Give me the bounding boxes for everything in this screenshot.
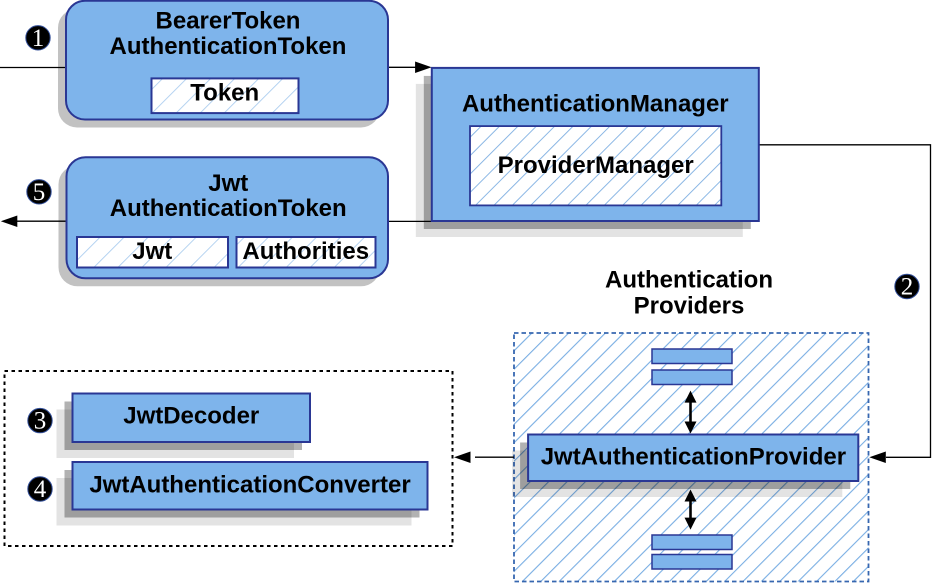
svg-text:2: 2 [901,274,914,301]
svg-text:Jwt: Jwt [132,238,172,265]
svg-text:1: 1 [32,25,45,52]
svg-text:5: 5 [33,179,46,206]
svg-text:3: 3 [34,408,47,435]
svg-text:JwtDecoder: JwtDecoder [123,403,259,430]
svg-text:Authorities: Authorities [242,238,369,265]
svg-text:Providers: Providers [634,292,745,319]
svg-text:AuthenticationToken: AuthenticationToken [110,33,347,60]
svg-text:AuthenticationManager: AuthenticationManager [462,90,729,117]
svg-text:Authentication: Authentication [605,266,773,293]
svg-text:Jwt: Jwt [208,170,248,197]
svg-text:Token: Token [190,80,259,107]
svg-text:BearerToken: BearerToken [156,8,301,35]
svg-text:JwtAuthenticationConverter: JwtAuthenticationConverter [89,472,410,499]
svg-text:ProviderManager: ProviderManager [498,152,694,179]
svg-text:AuthenticationToken: AuthenticationToken [110,195,347,222]
svg-text:4: 4 [34,476,47,503]
svg-text:JwtAuthenticationProvider: JwtAuthenticationProvider [541,444,846,471]
